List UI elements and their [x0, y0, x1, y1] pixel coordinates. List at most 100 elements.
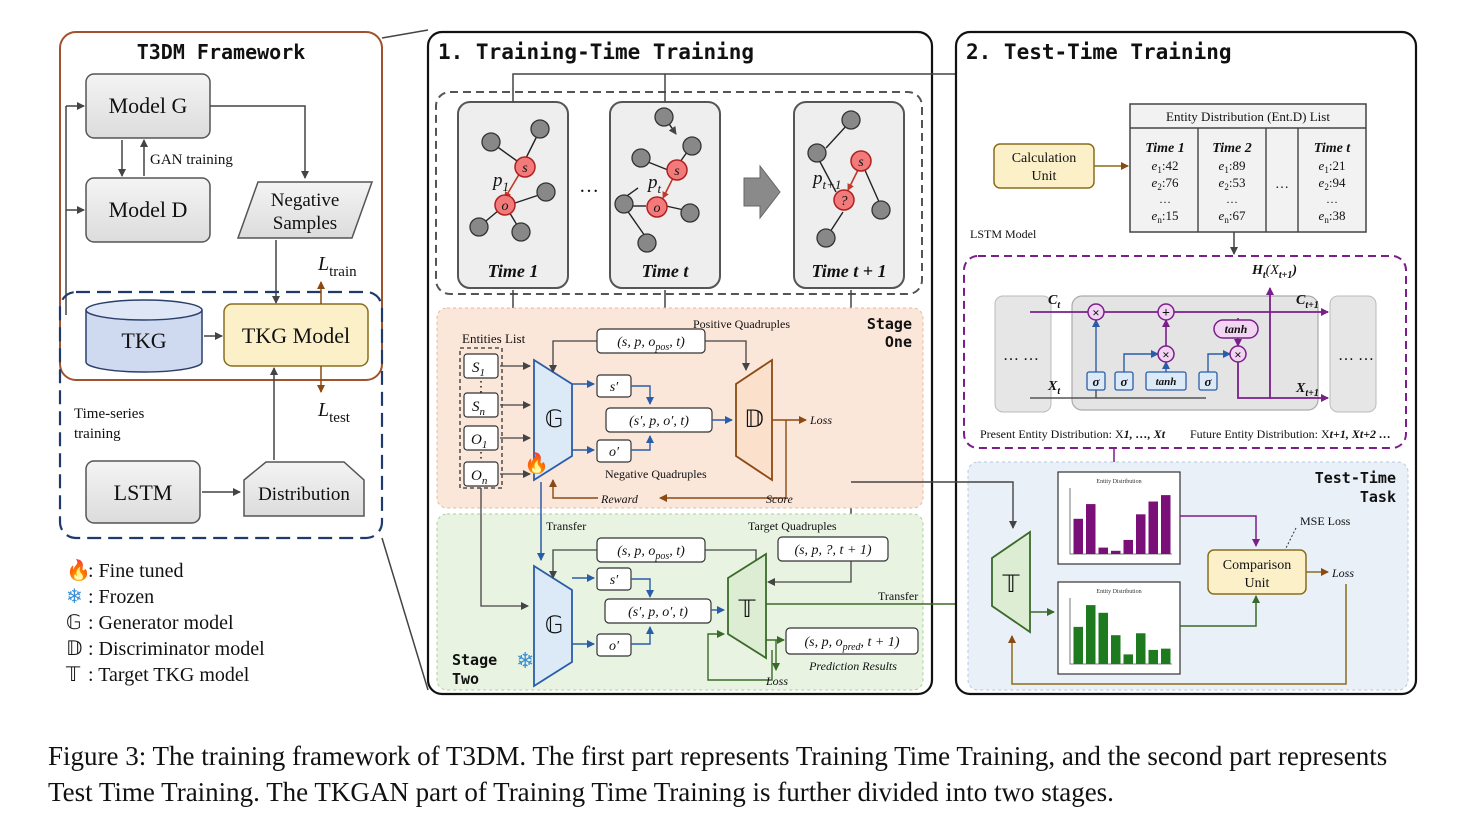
- svg-text:… …: … …: [1003, 347, 1039, 364]
- svg-text:p1: p1: [491, 170, 509, 194]
- svg-text:o′: o′: [609, 445, 620, 460]
- svg-text:Unit: Unit: [1032, 169, 1057, 184]
- legend-target: 𝕋: Target TKG model: [66, 664, 250, 686]
- svg-text:Comparison: Comparison: [1223, 558, 1291, 573]
- svg-text:en:38: en:38: [1319, 208, 1346, 225]
- svg-text:Unit: Unit: [1245, 576, 1270, 591]
- prediction-quad-box: [785, 627, 919, 655]
- svg-text:σ: σ: [1092, 374, 1100, 389]
- t3dm-framework-panel: T3DM Framework Model G Model D GAN train…: [58, 31, 384, 540]
- svg-text:Xt: Xt: [1047, 379, 1061, 397]
- svg-text:Time 1: Time 1: [488, 261, 539, 281]
- svg-text:Task: Task: [1360, 488, 1396, 506]
- purple-distribution-chart: Entity Distribution: [1057, 471, 1181, 565]
- loss-label-d: Loss: [809, 413, 832, 427]
- svg-text:S1: S1: [472, 360, 485, 379]
- stage-one-label-1: Stage: [867, 315, 912, 333]
- svg-text:o: o: [502, 199, 509, 214]
- prediction-results-label: Prediction Results: [808, 659, 897, 673]
- svg-text:(s, p, opos, t): (s, p, opos, t): [617, 544, 685, 562]
- snowflake-icon: ❄: [516, 648, 534, 673]
- svg-text:Entity Distribution: Entity Distribution: [1096, 479, 1141, 485]
- svg-text:Entity Distribution (Ent.D) Li: Entity Distribution (Ent.D) List: [1166, 109, 1330, 124]
- svg-text:Sn: Sn: [472, 399, 486, 418]
- model-d-label: Model D: [109, 197, 188, 222]
- test-title: 2. Test-Time Training: [966, 40, 1232, 64]
- training-time-panel: 1. Training-Time Training s o p1 Time 1: [426, 30, 1047, 696]
- test-time-panel: 2. Test-Time Training Calculation Unit E…: [851, 30, 1418, 696]
- generator-symbol-icon: 𝔾: [66, 612, 82, 634]
- target-tkg-model-test: [991, 530, 1031, 634]
- svg-text:Time 1: Time 1: [1145, 141, 1185, 156]
- svg-text:s: s: [674, 164, 680, 179]
- loss-label-t: Loss: [765, 674, 788, 688]
- legend-discriminator: 𝔻: Discriminator model: [66, 638, 265, 660]
- svg-text:𝕋: 𝕋: [738, 597, 757, 623]
- fire-icon: 🔥: [524, 451, 549, 475]
- svg-text:Entity Distribution: Entity Distribution: [1096, 589, 1141, 595]
- reward-label: Reward: [600, 492, 639, 506]
- l-train-label: Ltrain: [317, 253, 357, 280]
- svg-text:⋮: ⋮: [474, 380, 488, 395]
- negative-samples-label-1: Negative: [271, 190, 340, 211]
- svg-text:Ht(Xt+1): Ht(Xt+1): [1251, 263, 1297, 281]
- svg-text:𝔻: 𝔻: [744, 407, 764, 433]
- svg-text:en:15: en:15: [1152, 208, 1179, 225]
- discriminator-symbol-icon: 𝔻: [66, 638, 83, 660]
- svg-text:pt+1: pt+1: [811, 168, 841, 192]
- model-g-label: Model G: [109, 93, 188, 118]
- purple-chart-bar-2: [1098, 547, 1108, 554]
- lstm-box: [85, 460, 201, 524]
- tkg-database: TKG: [85, 299, 203, 373]
- svg-text:×: ×: [1162, 347, 1169, 362]
- svg-text:s′: s′: [610, 573, 619, 588]
- green-chart-bar-4: [1123, 654, 1133, 664]
- green-chart-bar-5: [1136, 633, 1146, 664]
- stage-one-label-2: One: [885, 333, 912, 351]
- present-distribution-label: Present Entity Distribution: X1, …, Xt: [980, 427, 1166, 441]
- tkg-label: TKG: [121, 328, 166, 353]
- svg-text:×: ×: [1234, 347, 1241, 362]
- svg-text:pt: pt: [646, 172, 662, 196]
- ellipsis-graphs: …: [579, 175, 599, 197]
- purple-chart-bar-0: [1073, 518, 1083, 554]
- target-symbol-icon: 𝕋: [66, 664, 81, 686]
- legend-generator: 𝔾: Generator model: [66, 612, 234, 634]
- gan-training-label: GAN training: [150, 152, 233, 168]
- graph-time-t1: s ? pt+1 Time t + 1: [807, 110, 891, 281]
- svg-text:Xt+1: Xt+1: [1295, 381, 1319, 399]
- dashed-tkg-region: [58, 290, 384, 540]
- score-label: Score: [766, 492, 794, 506]
- entities-list-label: Entities List: [462, 331, 526, 346]
- svg-text:s: s: [522, 161, 528, 176]
- generator-stage-two: [533, 564, 573, 688]
- svg-text:𝔾: 𝔾: [545, 613, 564, 639]
- svg-text:e2:76: e2:76: [1152, 175, 1179, 192]
- svg-text:σ: σ: [1120, 374, 1128, 389]
- svg-text:e1:89: e1:89: [1219, 158, 1246, 175]
- target-quadruples-label: Target Quadruples: [748, 519, 837, 533]
- green-chart-bar-0: [1073, 626, 1083, 664]
- svg-text:tanh: tanh: [1225, 322, 1248, 336]
- discriminator: [735, 358, 773, 482]
- purple-chart-bar-6: [1148, 501, 1158, 554]
- green-chart-bar-2: [1098, 612, 1108, 664]
- target-quad-box: [777, 536, 889, 562]
- mse-loss-label: MSE Loss: [1300, 514, 1351, 528]
- time-series-label-1: Time-series: [74, 406, 144, 422]
- fire-icon: 🔥: [66, 560, 91, 582]
- purple-chart-bar-3: [1111, 550, 1121, 554]
- legend-frozen: ❄: Frozen: [66, 586, 155, 608]
- svg-text:en:67: en:67: [1219, 208, 1246, 225]
- progression-arrow-icon: [743, 164, 781, 220]
- svg-text:×: ×: [1092, 305, 1099, 320]
- purple-chart-bar-1: [1086, 504, 1096, 554]
- transfer-label-t: Transfer: [878, 589, 918, 603]
- graph-time-1: s o p1 Time 1: [469, 119, 556, 281]
- tkg-model-label: TKG Model: [242, 323, 350, 348]
- lstm-label: LSTM: [114, 480, 173, 505]
- target-tkg-model-stage-two: [727, 552, 767, 660]
- svg-text:e1:21: e1:21: [1319, 158, 1346, 175]
- svg-text:o: o: [654, 201, 661, 216]
- svg-text:(s, p, opred, t + 1): (s, p, opred, t + 1): [804, 635, 899, 653]
